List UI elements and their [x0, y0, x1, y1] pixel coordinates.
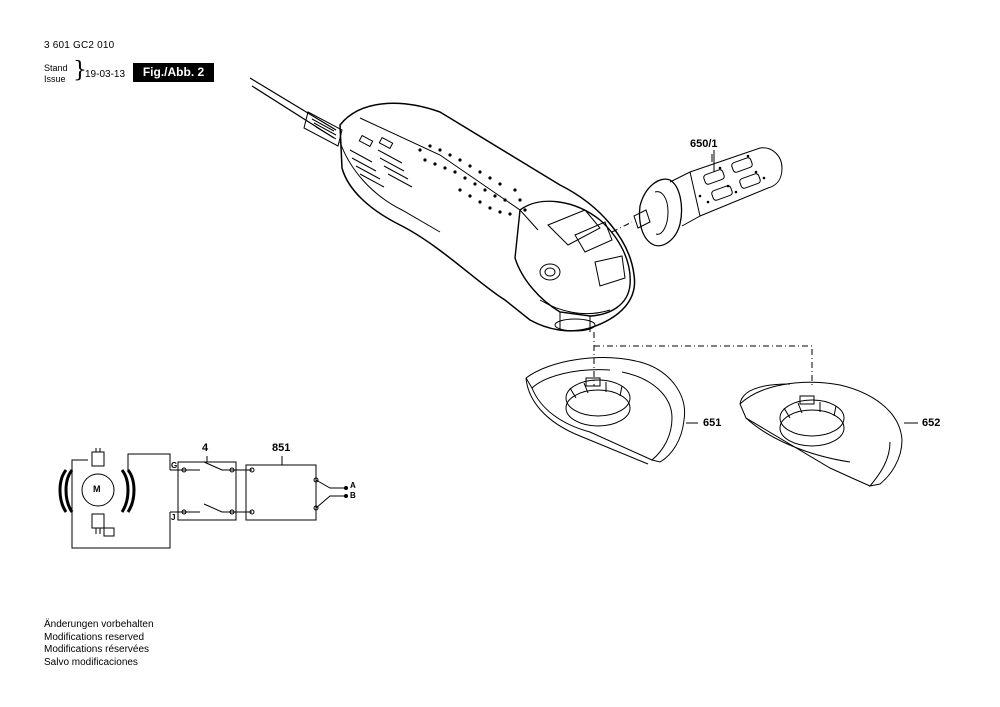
label-switch: 4: [202, 442, 209, 454]
assembly-lines: [593, 221, 813, 388]
module-851-box: [245, 464, 317, 521]
guard-651: [525, 357, 686, 465]
motor-symbol: [81, 473, 115, 507]
terminal-g-label: G: [171, 461, 178, 470]
gear-head: [514, 200, 631, 332]
grip-dots: [418, 144, 527, 216]
terminal-j-label: J: [171, 513, 176, 522]
brace-glyph: }: [73, 58, 87, 83]
label-guard-651: 651: [703, 417, 722, 429]
auxiliary-handle: [633, 147, 783, 247]
modifications-notice: Änderungen vorbehalten Modifications res…: [44, 619, 154, 669]
vent-slots: [349, 134, 413, 188]
figure-label: Fig./Abb. 2: [133, 63, 214, 82]
issue-label: Stand Issue: [44, 63, 68, 85]
drawing-number: 3 601 GC2 010: [44, 40, 115, 51]
notice-fr: Modifications réservées: [44, 644, 150, 655]
issue-label-en: Issue: [44, 74, 66, 84]
switch-4-box: [177, 461, 237, 521]
label-module: 851: [272, 442, 291, 454]
wiring-schematic: [58, 448, 348, 549]
label-guard-652: 652: [922, 417, 941, 429]
notice-en: Modifications reserved: [44, 631, 145, 643]
power-cord: [249, 77, 343, 147]
stand-label: Stand: [44, 63, 68, 73]
guard-652: [739, 381, 903, 487]
motor-label: M: [93, 484, 101, 494]
notice-de: Änderungen vorbehalten: [44, 619, 154, 630]
terminal-a-label: A: [350, 481, 356, 490]
notice-es: Salvo modificaciones: [44, 656, 138, 668]
angle-grinder: [339, 102, 636, 332]
issue-date: 19-03-13: [85, 69, 126, 80]
label-handle: 650/1: [690, 138, 718, 150]
terminal-b-label: B: [350, 491, 356, 500]
handle-grip-pads: [703, 157, 761, 201]
